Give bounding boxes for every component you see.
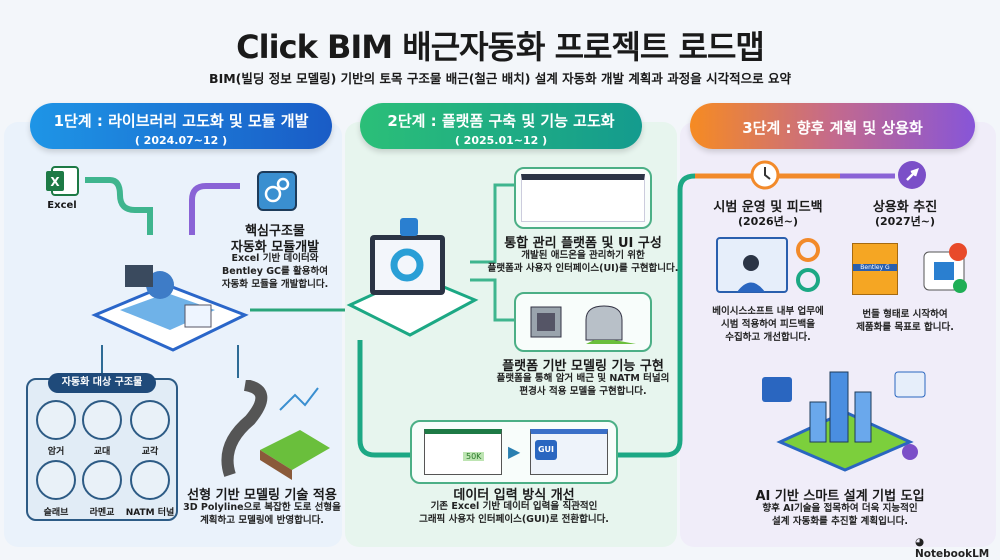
page-subtitle: BIM(빌딩 정보 모델링) 기반의 토목 구조물 배근(철근 배치) 설계 자… [209,71,791,86]
cell-value: 50K [463,452,485,461]
rahmen-bridge-icon [82,460,122,500]
chip-gear-icon [257,171,297,211]
slab-icon [36,460,76,500]
data-input-card: 50K ▶ GUI [410,420,618,484]
product-box-illustration: Bentley G [852,243,898,295]
excel-sheet-illustration: 50K [424,429,502,475]
structure-label: 슬래브 [43,508,69,518]
modeling-card [514,292,652,352]
excel-icon: X [46,166,79,196]
structure-label: 라멘교 [89,508,115,518]
rocket-icon [898,161,926,189]
ai-title: AI 기반 스마트 설계 기법 도입 [755,489,925,504]
structure-label: 교각 [141,447,159,457]
commercial-date: (2027년~) [874,215,936,228]
excel-label: Excel [47,200,77,211]
structure-label: 교대 [93,447,111,457]
phase3-title: 3단계 : 향후 계획 및 상용화 [742,119,923,137]
workstation-illustration [91,265,249,352]
structure-label: 암거 [47,447,65,457]
svg-text:X: X [50,175,60,189]
phase2-title: 2단계 : 플랫폼 구축 및 기능 고도화 [387,112,615,130]
page-title: Click BIM 배근자동화 프로젝트 로드맵 [236,28,765,66]
phase2-date: ( 2025.01~12 ) [454,134,548,147]
box-label: Bentley G [853,264,897,271]
phase2-header: 2단계 : 플랫폼 구축 및 기능 고도화 ( 2025.01~12 ) [360,103,642,149]
linear-title: 선형 기반 모델링 기술 적용 [187,488,337,503]
module-title-2: 자동화 모듈개발 [230,240,320,255]
phase1-title: 1단계 : 라이브러리 고도화 및 모듈 개발 [53,112,309,130]
ai-smart-city-illustration [762,371,926,472]
notebooklm-brand: ◕ NotebookLM [915,536,1000,560]
road-illustration [221,380,330,480]
pilot-date: (2026년~) [737,215,799,228]
phase3-panel [680,122,996,547]
platform-ui-title: 통합 관리 플랫폼 및 UI 구성 [504,236,662,251]
modeling-title: 플랫폼 기반 모델링 기능 구현 [502,359,664,374]
phase1-date: ( 2024.07~12 ) [134,134,228,147]
brand-label: NotebookLM [915,548,990,560]
product-check-icon [923,243,967,293]
abutment-icon [82,400,122,440]
phase1-header: 1단계 : 라이브러리 고도화 및 모듈 개발 ( 2024.07~12 ) [30,103,332,149]
commercial-title: 상용화 추진 [872,200,938,215]
gui-window-illustration: GUI [530,429,608,475]
pilot-title: 시범 운영 및 피드백 [713,200,823,215]
gui-label: GUI [535,440,557,460]
pier-icon [130,400,170,440]
module-title-1: 핵심구조물 [245,224,305,239]
notebooklm-logo-icon: ◕ [915,536,925,548]
clock-icon [750,160,780,190]
data-input-title: 데이터 입력 방식 개선 [447,484,581,503]
culvert-icon [36,400,76,440]
arrow-right-icon: ▶ [508,442,521,461]
tunnel-icon [130,460,170,500]
platform-monitor-illustration [346,218,479,337]
structures-title: 자동화 대상 구조물 [48,373,156,393]
platform-ui-card [514,167,652,229]
structure-label: NATM 터널 [125,508,175,518]
culvert-tunnel-icon [530,305,636,344]
phase3-header: 3단계 : 향후 계획 및 상용화 [690,103,975,149]
feedback-illustration [716,237,820,293]
